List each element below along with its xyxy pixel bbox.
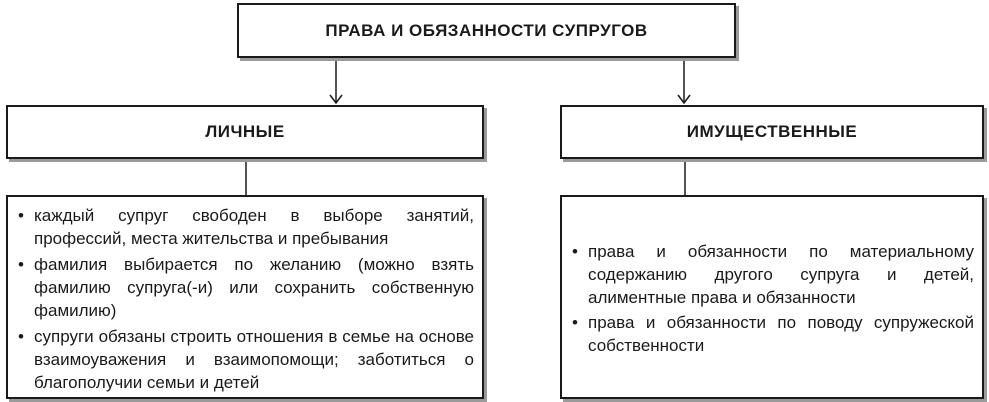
property-rights-header: ИМУЩЕСТВЕННЫЕ — [686, 122, 858, 141]
bullet-icon: • — [572, 312, 578, 332]
diagram-title: ПРАВА И ОБЯЗАННОСТИ СУПРУГОВ — [325, 20, 648, 40]
bullet-icon: • — [18, 255, 24, 274]
list-item: • супруги обязаны строить отношения в се… — [16, 325, 474, 394]
personal-rights-list: • каждый супруг свободен в выборе заняти… — [16, 197, 474, 394]
list-item-text: права и обязанности по поводу супружеско… — [588, 312, 974, 355]
personal-rights-header: ЛИЧНЫЕ — [205, 122, 285, 141]
list-item-text: супруги обязаны строить отношения в семь… — [34, 327, 474, 392]
arrowhead-personal — [329, 94, 343, 105]
diagram-title-box: ПРАВА И ОБЯЗАННОСТИ СУПРУГОВ — [237, 3, 736, 58]
property-rights-header-box: ИМУЩЕСТВЕННЫЕ — [560, 105, 984, 159]
list-item: • права и обязанности по материальному с… — [570, 240, 974, 309]
bullet-icon: • — [18, 206, 24, 225]
list-item: • права и обязанности по поводу супружес… — [570, 311, 974, 357]
arrowhead-property — [677, 94, 691, 105]
personal-rights-header-box: ЛИЧНЫЕ — [6, 105, 484, 159]
list-item: • каждый супруг свободен в выборе заняти… — [16, 204, 474, 250]
list-item: • фамилия выбирается по желанию (можно в… — [16, 253, 474, 322]
bullet-icon: • — [572, 241, 578, 261]
property-rights-list: • права и обязанности по материальному с… — [570, 238, 974, 357]
bullet-icon: • — [18, 327, 24, 346]
list-item-text: фамилия выбирается по желанию (можно взя… — [34, 255, 474, 320]
list-item-text: каждый супруг свободен в выборе занятий,… — [34, 206, 474, 248]
list-item-text: права и обязанности по материальному сод… — [588, 241, 974, 307]
personal-rights-content-box: • каждый супруг свободен в выборе заняти… — [6, 195, 484, 399]
property-rights-content-box: • права и обязанности по материальному с… — [560, 195, 984, 399]
